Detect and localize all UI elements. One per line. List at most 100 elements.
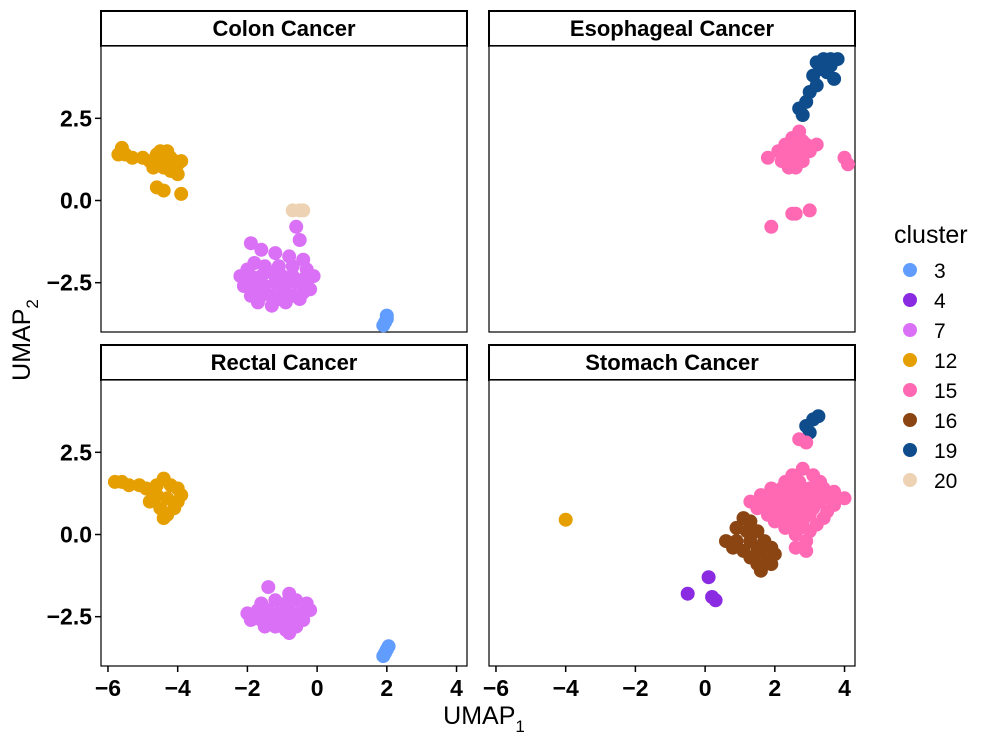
cluster-20-points — [285, 203, 311, 218]
y-tick-label: 0.0 — [60, 522, 92, 548]
strip-title: Stomach Cancer — [585, 350, 759, 375]
x-tick-label: −4 — [553, 675, 579, 701]
data-point — [306, 269, 321, 284]
data-point — [174, 154, 189, 169]
cluster-19-points — [799, 409, 826, 440]
legend-label: 15 — [934, 380, 957, 403]
y-axis-title-text: UMAP — [8, 309, 36, 381]
data-point — [760, 150, 775, 165]
x-tick-label: 0 — [311, 675, 324, 701]
x-tick-label: −2 — [234, 675, 260, 701]
legend-label: 19 — [934, 440, 957, 463]
y-axis-title-subscript: 2 — [23, 299, 42, 308]
data-point — [781, 160, 796, 175]
data-point — [146, 484, 161, 499]
data-point — [753, 563, 768, 578]
data-point — [701, 570, 716, 585]
x-tick-label: −4 — [165, 675, 191, 701]
cluster-19-points — [792, 52, 845, 122]
legend-swatch — [903, 443, 917, 457]
data-point — [243, 613, 258, 627]
x-axis-title-text: UMAP — [443, 702, 515, 730]
svg-text:UMAP2: UMAP2 — [8, 299, 42, 381]
x-tick-label: 2 — [768, 675, 781, 701]
strip-box — [488, 10, 856, 47]
data-point — [257, 619, 272, 634]
strip-title: Colon Cancer — [212, 16, 355, 41]
cluster-3-points — [376, 639, 396, 664]
strip-title: Rectal Cancer — [211, 350, 358, 375]
data-point — [764, 219, 779, 234]
data-point — [788, 540, 803, 555]
cluster-12-points — [558, 512, 573, 527]
data-point — [750, 524, 765, 539]
legend-swatch — [903, 293, 917, 307]
data-point — [764, 557, 779, 572]
data-point — [160, 157, 175, 172]
data-point — [558, 512, 573, 527]
legend-swatch — [903, 263, 917, 277]
legend-item-3: 3 — [903, 260, 946, 283]
legend-swatch — [903, 323, 917, 337]
data-point — [296, 203, 311, 218]
data-point — [799, 435, 814, 450]
legend-label: 4 — [934, 290, 946, 313]
y-tick-label: 2.5 — [60, 105, 92, 131]
data-point — [799, 543, 814, 558]
data-point — [303, 603, 318, 618]
panel-stomach-cancer: Stomach Cancer — [488, 344, 856, 667]
data-point — [121, 478, 136, 493]
cluster-12-points — [111, 140, 189, 201]
y-tick-label: −2.5 — [47, 270, 93, 296]
x-tick-label: −6 — [483, 675, 509, 701]
data-point — [271, 292, 286, 307]
data-point — [289, 219, 304, 234]
data-point — [795, 108, 810, 122]
data-point — [816, 58, 831, 73]
data-point — [243, 236, 258, 251]
y-tick-label: 2.5 — [60, 439, 92, 465]
data-point — [146, 160, 161, 175]
panel-border — [488, 45, 856, 333]
data-point — [750, 501, 765, 516]
legend-label: 12 — [934, 350, 957, 373]
legend-item-20: 20 — [903, 470, 957, 493]
legend-label: 20 — [934, 470, 957, 493]
cluster-3-points — [376, 308, 394, 333]
x-axis-title-subscript: 1 — [515, 717, 524, 736]
data-point — [811, 409, 826, 424]
cluster-15-points — [743, 432, 852, 558]
panel-colon-cancer: Colon Cancer — [100, 10, 468, 333]
data-point — [841, 157, 855, 172]
data-point — [785, 206, 800, 221]
legend-item-7: 7 — [903, 320, 946, 343]
panel-esophageal-cancer: Esophageal Cancer — [488, 10, 856, 333]
cluster-7-points — [240, 580, 318, 641]
x-tick-label: 0 — [699, 675, 712, 701]
legend-item-4: 4 — [903, 290, 946, 313]
y-axis-title: UMAP2 — [8, 299, 42, 381]
data-point — [303, 282, 318, 297]
data-point — [289, 275, 304, 290]
data-point — [827, 71, 842, 86]
data-point — [799, 534, 814, 549]
data-point — [680, 586, 695, 601]
legend-item-12: 12 — [903, 350, 957, 373]
data-point — [156, 183, 171, 198]
data-point — [726, 540, 740, 555]
svg-text:UMAP1: UMAP1 — [443, 702, 525, 736]
cluster-16-points — [719, 511, 782, 578]
cluster-15-points — [760, 124, 855, 234]
legend-swatch — [903, 473, 917, 487]
data-point — [292, 233, 307, 247]
data-point — [285, 259, 300, 274]
data-point — [378, 645, 393, 660]
cluster-7-points — [233, 219, 321, 313]
data-point — [708, 593, 723, 608]
data-point — [250, 295, 265, 310]
y-tick-label: −2.5 — [47, 604, 93, 630]
data-point — [240, 262, 255, 277]
data-point — [289, 593, 304, 608]
